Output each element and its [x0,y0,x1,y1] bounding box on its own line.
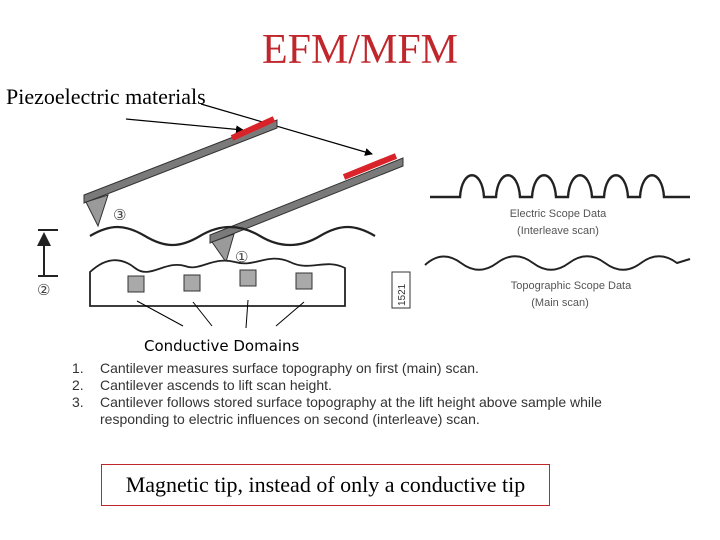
piezo-arrow-1 [125,118,244,134]
step-item: 1. Cantilever measures surface topography… [72,360,672,377]
step-number: 3. [72,394,84,410]
step-item: 2. Cantilever ascends to lift scan height… [72,377,672,394]
figure-number-box [391,271,411,309]
electric-scope-title: Electric Scope Data [510,208,607,220]
domain-3 [239,269,257,287]
step-text: Cantilever follows stored surface topogr… [100,394,602,427]
electric-scope-trace [430,174,690,199]
marker-step2: ② [37,281,50,299]
conductive-domains [127,269,313,293]
domain-2 [183,274,201,292]
sample-surface [89,257,346,307]
topographic-scope-trace [424,255,691,271]
marker-step3: ③ [113,206,126,224]
topographic-scope-title: Topographic Scope Data [511,280,632,292]
step-number: 2. [72,377,84,393]
domain-1 [127,275,145,293]
domain-4 [295,272,313,290]
step-number: 1. [72,360,84,376]
magnetic-tip-note: Magnetic tip, instead of only a conducti… [101,464,550,506]
domain-arrows [136,299,305,329]
cantilever-upper [83,116,278,228]
piezo-label: Piezoelectric materials [6,84,206,109]
piezo-arrow-2 [200,103,373,156]
figure-number: 1521 [397,283,408,306]
piezo-element-lower [342,153,398,180]
lift-height-indicator [37,229,58,277]
slide-title: EFM/MFM [261,27,459,73]
steps-list: 1. Cantilever measures surface topography… [72,360,672,428]
conductive-domains-label: Conductive Domains [144,337,300,355]
piezo-element-upper [230,116,276,141]
electric-scope-sub: (Interleave scan) [517,225,599,237]
marker-step1: ① [235,248,248,266]
lift-height-trace [89,225,376,247]
step-text: Cantilever ascends to lift scan height. [100,377,332,393]
step-text: Cantilever measures surface topography o… [100,360,479,376]
cantilever-lower [209,153,404,264]
step-item: 3. Cantilever follows stored surface topo… [72,394,672,428]
topographic-scope-sub: (Main scan) [531,297,588,309]
